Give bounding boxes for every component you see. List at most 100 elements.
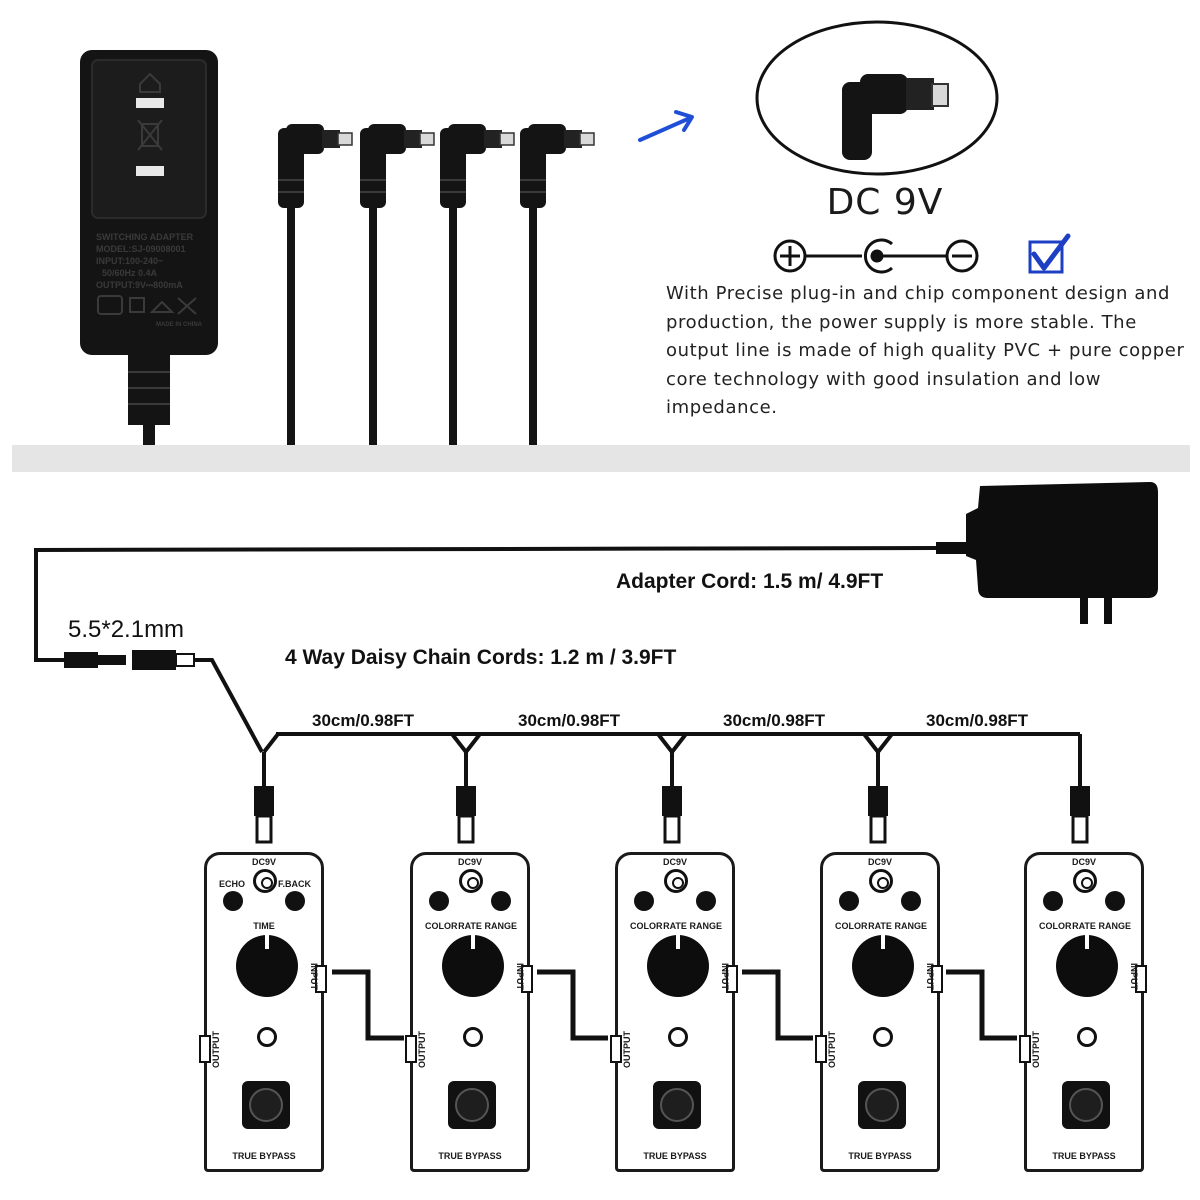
color-knob-label: COLOR (425, 921, 458, 931)
range-knob-label: RANGE (894, 921, 927, 931)
effect-pedal-modulation: DC9V COLOR RATE RANGE TRUE BYPASS INPUT … (815, 852, 943, 1172)
arrow-icon (638, 110, 694, 142)
adapter-input-print: INPUT:100-240~ (96, 256, 163, 266)
daisy-chain-label: 4 Way Daisy Chain Cords: 1.2 m / 3.9FT (285, 646, 677, 669)
output-label: OUTPUT (211, 1031, 221, 1068)
dc-jack (253, 869, 277, 893)
input-jack (726, 965, 738, 993)
adapter-freq-print: 50/60Hz 0.4A (102, 268, 158, 278)
range-knob[interactable] (1105, 891, 1125, 911)
rate-knob[interactable] (852, 935, 914, 997)
wall-adapter (936, 482, 1158, 624)
section-divider (12, 445, 1190, 472)
rate-knob-label: RATE (663, 921, 687, 931)
segment-length-label: 30cm/0.98FT (518, 711, 621, 730)
wiring-diagram (34, 482, 1158, 1041)
echo-knob[interactable] (223, 891, 243, 911)
crossed-bin-icon (177, 297, 197, 315)
patch-cable (332, 969, 404, 1041)
dc-plug (360, 124, 435, 445)
effect-pedal-modulation: DC9V COLOR RATE RANGE TRUE BYPASS INPUT … (1019, 852, 1147, 1172)
footswitch[interactable] (653, 1081, 701, 1129)
chain-plug (254, 732, 280, 844)
fc-mark-icon (97, 295, 123, 315)
adapter-madein-print: MADE IN CHINA (156, 322, 203, 328)
status-led (463, 1027, 483, 1047)
range-knob[interactable] (901, 891, 921, 911)
minus-icon (945, 239, 979, 273)
effect-pedal-modulation: DC9V COLOR RATE RANGE TRUE BYPASS INPUT … (610, 852, 738, 1172)
dc-jack (664, 869, 688, 893)
time-knob[interactable] (236, 935, 298, 997)
power-adapter: SWITCHING ADAPTER MODEL:SJ-09008001 INPU… (80, 50, 218, 445)
house-icon (139, 72, 161, 93)
dc-voltage-label: DC 9V (826, 182, 944, 223)
segment-length-label: 30cm/0.98FT (723, 711, 826, 730)
true-bypass-label: TRUE BYPASS (1052, 1151, 1116, 1161)
footswitch[interactable] (242, 1081, 290, 1129)
plug-closeup (755, 20, 999, 176)
footswitch[interactable] (448, 1081, 496, 1129)
echo-knob-label: ECHO (219, 879, 246, 889)
center-positive-icon (863, 238, 893, 274)
footswitch[interactable] (858, 1081, 906, 1129)
adapter-model-print: MODEL:SJ-09008001 (96, 244, 186, 254)
double-square-icon (129, 297, 145, 313)
time-knob-label: TIME (253, 921, 275, 931)
dc-jack (869, 869, 893, 893)
status-led (1077, 1027, 1097, 1047)
pedal-dc-label: DC9V (251, 857, 276, 867)
color-knob-label: COLOR (1039, 921, 1072, 931)
color-knob[interactable] (839, 891, 859, 911)
rate-knob-label: RATE (1072, 921, 1096, 931)
output-label: OUTPUT (1031, 1031, 1041, 1068)
effect-pedal-modulation: DC9V COLOR RATE RANGE TRUE BYPASS INPUT … (405, 852, 533, 1172)
true-bypass-label: TRUE BYPASS (438, 1151, 502, 1161)
chain-plug (450, 732, 482, 844)
output-label: OUTPUT (417, 1031, 427, 1068)
color-knob[interactable] (429, 891, 449, 911)
pedal-dc-label: DC9V (1071, 857, 1096, 867)
patch-cable (742, 969, 813, 1041)
chain-plug (656, 732, 688, 844)
color-knob[interactable] (1043, 891, 1063, 911)
rate-knob[interactable] (442, 935, 504, 997)
true-bypass-label: TRUE BYPASS (232, 1151, 296, 1161)
output-jack (815, 1035, 827, 1063)
dc-plug (520, 124, 595, 445)
status-led (873, 1027, 893, 1047)
output-jack (1019, 1035, 1031, 1063)
input-label: INPUT (925, 963, 935, 990)
dc-plug (440, 124, 515, 445)
range-knob[interactable] (696, 891, 716, 911)
effect-pedal-echo: DC9V ECHO F.BACK TIME TRUE BYPASS INPUT … (199, 852, 327, 1172)
input-label: INPUT (309, 963, 319, 990)
input-label: INPUT (720, 963, 730, 990)
range-knob[interactable] (491, 891, 511, 911)
true-bypass-label: TRUE BYPASS (643, 1151, 707, 1161)
status-led (668, 1027, 688, 1047)
adapter-output-print: OUTPUT:9V⎓800mA (96, 280, 183, 290)
footswitch[interactable] (1062, 1081, 1110, 1129)
input-jack (521, 965, 533, 993)
top-illustration: SWITCHING ADAPTER MODEL:SJ-09008001 INPU… (80, 20, 1071, 445)
range-knob-label: RANGE (484, 921, 517, 931)
color-knob[interactable] (634, 891, 654, 911)
house-small-icon (149, 300, 175, 313)
pedal-dc-label: DC9V (457, 857, 482, 867)
input-jack (315, 965, 327, 993)
segment-length-label: 30cm/0.98FT (926, 711, 1029, 730)
patch-cable (537, 969, 608, 1041)
barrel-connectors (64, 650, 195, 670)
check-icon (1028, 233, 1071, 274)
input-jack (1135, 965, 1147, 993)
output-jack (199, 1035, 211, 1063)
adapter-title-print: SWITCHING ADAPTER (96, 232, 194, 242)
output-label: OUTPUT (622, 1031, 632, 1068)
bin-icon (137, 119, 163, 151)
rate-knob[interactable] (647, 935, 709, 997)
patch-cable (946, 969, 1017, 1041)
rate-knob[interactable] (1056, 935, 1118, 997)
feedback-knob[interactable] (285, 891, 305, 911)
adapter-cord-label: Adapter Cord: 1.5 m/ 4.9FT (616, 570, 884, 593)
